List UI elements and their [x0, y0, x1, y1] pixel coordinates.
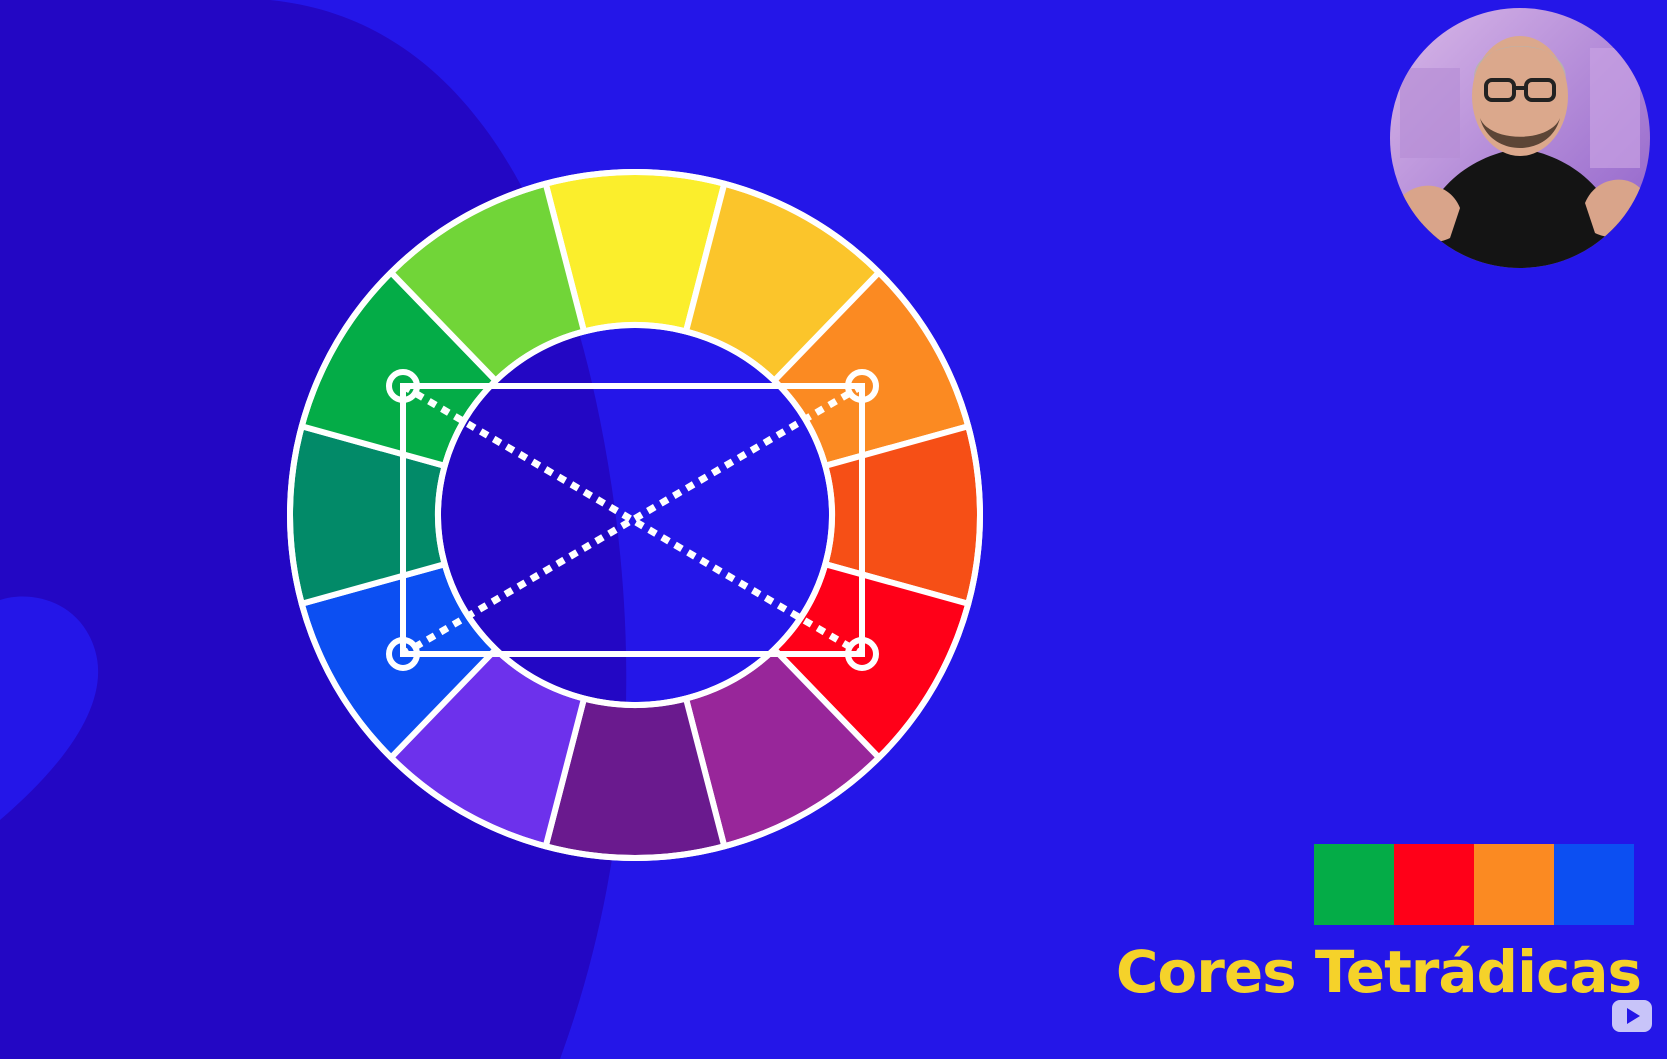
color-swatches: [1314, 844, 1634, 925]
diagonal-line-1: [401, 382, 864, 658]
slide-title: Cores Tetrádicas: [1115, 938, 1642, 1006]
node-blue: [386, 637, 420, 671]
wheel-inner-border: [435, 322, 835, 708]
node-red: [845, 637, 879, 671]
diagonal-line-2: [401, 382, 864, 658]
node-orange: [845, 369, 879, 403]
swatch-red: [1394, 844, 1474, 925]
wheel-outer-border: [287, 169, 983, 861]
play-icon[interactable]: [1612, 1000, 1652, 1032]
tetradic-rectangle: [386, 369, 879, 671]
presenter-illustration: [1390, 8, 1650, 268]
swatch-green: [1314, 844, 1394, 925]
swatch-orange: [1474, 844, 1554, 925]
swatch-blue: [1554, 844, 1634, 925]
node-green: [386, 369, 420, 403]
presenter-webcam: [1390, 8, 1650, 268]
